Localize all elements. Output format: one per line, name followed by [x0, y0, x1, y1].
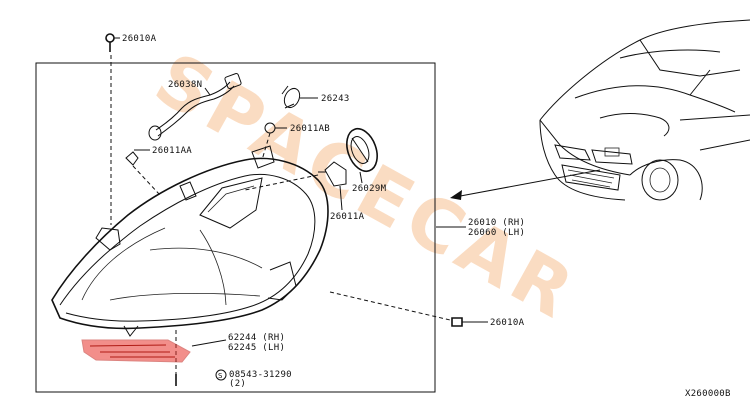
- svg-text:S: S: [218, 372, 223, 380]
- label-bolt-line1: 08543-31290: [229, 370, 292, 380]
- right-screw: 26010A: [329, 291, 525, 328]
- label-socket-left: 26011AA: [152, 146, 192, 156]
- label-screw-right: 26010A: [490, 318, 525, 328]
- label-large-cap: 26029M: [352, 184, 387, 194]
- label-assy-line2: 26060 (LH): [468, 228, 525, 238]
- small-cap: 26011AB: [261, 122, 330, 161]
- wiring-harness: 26038N: [148, 73, 242, 141]
- car-illustration: [539, 19, 750, 201]
- label-assy-line1: 26010 (RH): [468, 218, 525, 228]
- bolt: S 08543-31290 (2): [175, 369, 292, 389]
- large-cap: 26029M: [346, 127, 387, 194]
- location-arrow: [450, 169, 601, 200]
- bulb-socket-26243: 26243: [281, 85, 350, 109]
- diagram-frame: [35, 62, 436, 393]
- diagram-code: X260000B: [685, 389, 731, 399]
- assembly-label: 26010 (RH) 26060 (LH): [436, 218, 525, 238]
- headlamp-assembly: [51, 145, 329, 374]
- label-small-cap: 26011AB: [290, 124, 330, 134]
- main-bulb: 26011A: [244, 161, 365, 222]
- label-main-bulb: 26011A: [330, 212, 365, 222]
- label-bracket-line1: 62244 (RH): [228, 333, 285, 343]
- small-bulb-left: 26011AA: [125, 146, 192, 196]
- label-screw-top: 26010A: [122, 34, 157, 44]
- label-bracket-line2: 62245 (LH): [228, 343, 285, 353]
- label-bolt-line2: (2): [229, 379, 246, 389]
- bracket-highlight: 62244 (RH) 62245 (LH): [81, 333, 285, 363]
- label-bulb-socket: 26243: [321, 94, 350, 104]
- label-harness: 26038N: [168, 80, 202, 90]
- top-screw: 26010A: [105, 33, 157, 225]
